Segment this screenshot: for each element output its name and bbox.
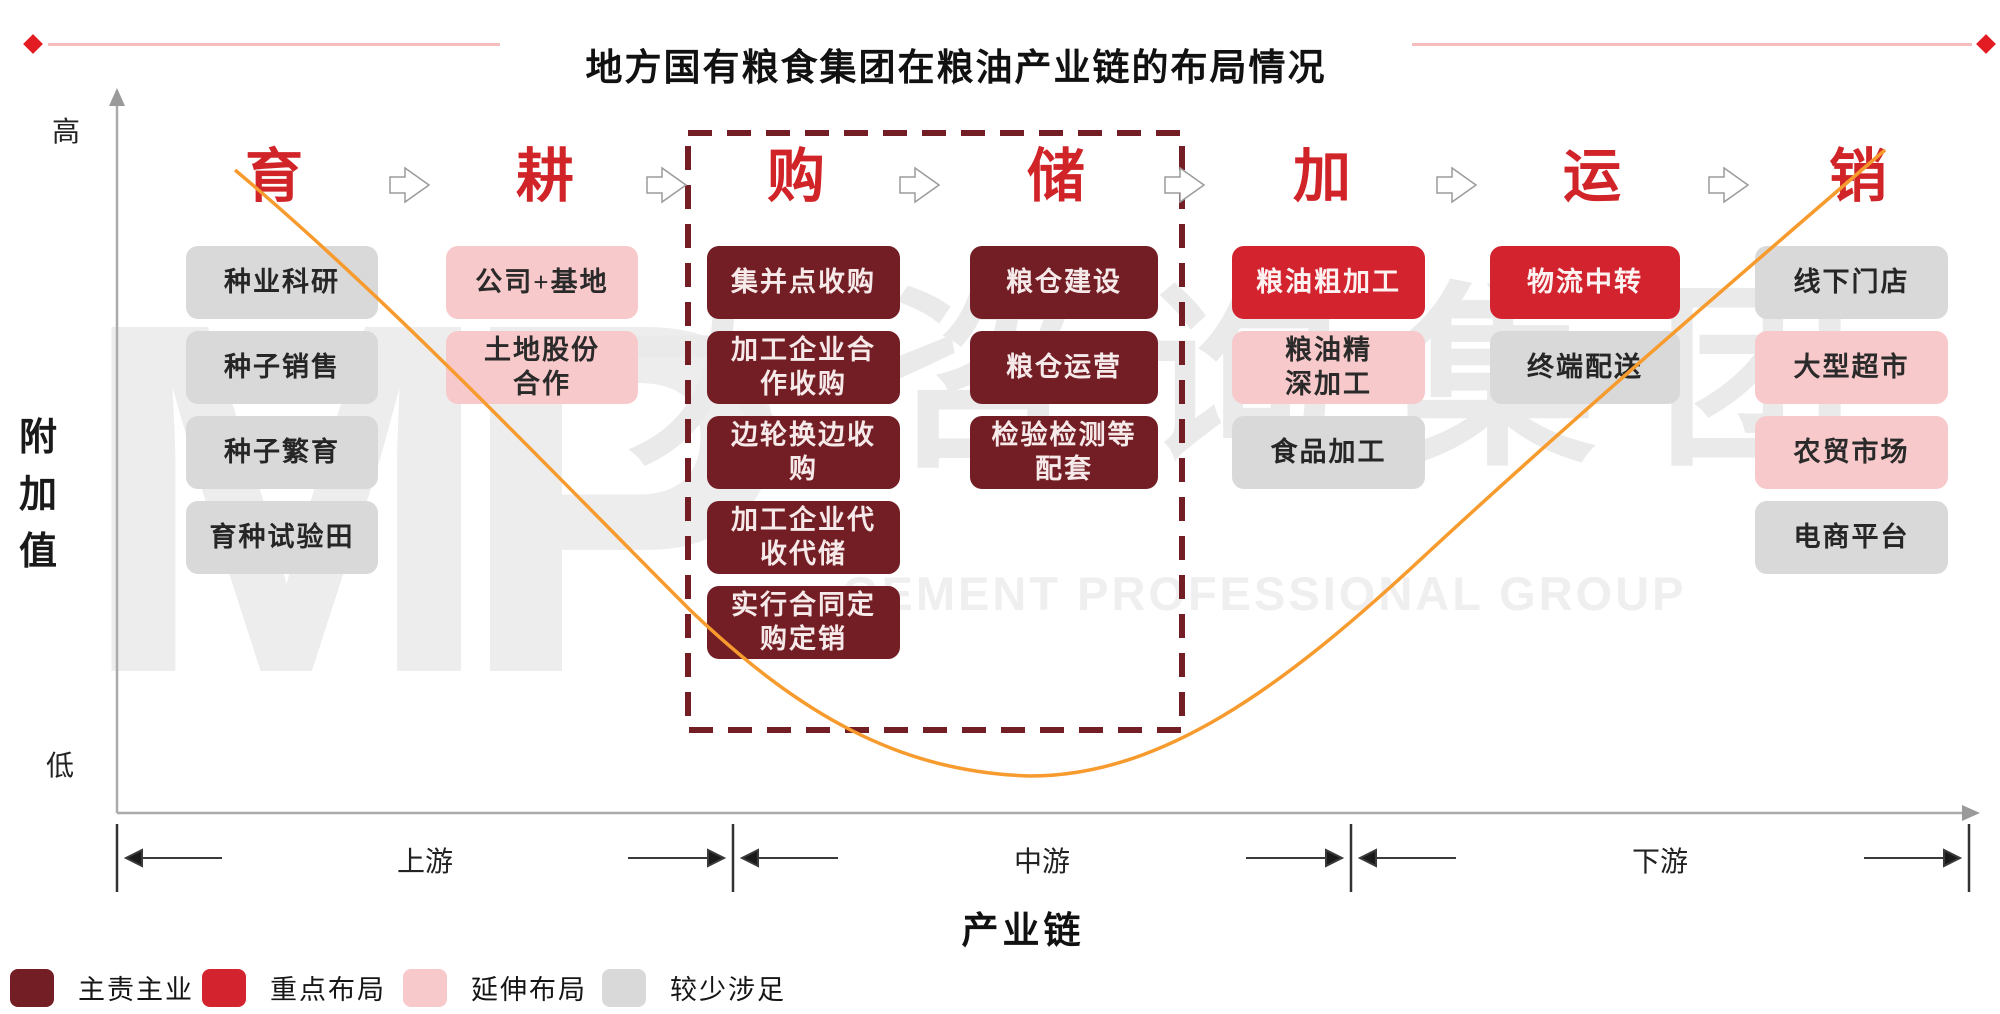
- legend-item: 主责主业: [10, 968, 194, 1007]
- legend-swatch-icon: [602, 968, 646, 1007]
- segment-label-downstream: 下游: [1631, 847, 1688, 878]
- item-box: 育种试验田: [186, 501, 378, 574]
- item-box: 种子繁育: [186, 416, 378, 489]
- yaxis-low-label: 低: [46, 751, 75, 782]
- stage-header-7: 销: [1828, 144, 1887, 209]
- legend-label: 较少涉足: [670, 975, 786, 1005]
- page-title: 地方国有粮食集团在粮油产业链的布局情况: [585, 47, 1327, 89]
- xaxis-title: 产业链: [961, 911, 1085, 952]
- segment-label-midstream: 中游: [1013, 847, 1070, 878]
- title-line-left: [48, 43, 500, 46]
- legend-item: 重点布局: [202, 968, 386, 1007]
- stage-header-2: 耕: [515, 144, 574, 209]
- item-box: 粮油精 深加工: [1232, 331, 1425, 404]
- legend-swatch-icon: [202, 968, 246, 1007]
- watermark-en-text: GEMENT PROFESSIONAL GROUP: [842, 567, 1687, 620]
- item-box: 大型超市: [1755, 331, 1948, 404]
- stage-arrow-icon: [1436, 166, 1478, 204]
- stage-header-6: 运: [1562, 144, 1621, 209]
- legend-swatch-icon: [10, 968, 54, 1007]
- y-axis-arrowhead: [109, 88, 125, 106]
- legend-item: 较少涉足: [602, 968, 786, 1007]
- watermark-mp-logo: MP: [78, 218, 790, 777]
- yaxis-title: 附加值: [18, 417, 57, 573]
- segment-label-upstream: 上游: [396, 847, 453, 878]
- item-box: 粮仓建设: [970, 246, 1158, 319]
- stage-arrow-icon: [899, 166, 941, 204]
- title-diamond-left: [23, 34, 43, 54]
- item-box: 线下门店: [1755, 246, 1948, 319]
- item-box: 实行合同定 购定销: [707, 586, 900, 659]
- stage-arrow-icon: [646, 166, 688, 204]
- stage-header-3: 购: [766, 144, 825, 209]
- title-diamond-right: [1976, 34, 1996, 54]
- item-box: 边轮换边收 购: [707, 416, 900, 489]
- legend-swatch-icon: [403, 968, 447, 1007]
- item-box: 检验检测等 配套: [970, 416, 1158, 489]
- item-box: 加工企业合 作收购: [707, 331, 900, 404]
- item-box: 种子销售: [186, 331, 378, 404]
- title-line-right: [1412, 43, 1972, 46]
- stage-header-5: 加: [1292, 144, 1351, 209]
- item-box: 物流中转: [1490, 246, 1680, 319]
- item-box: 集并点收购: [707, 246, 900, 319]
- stage-header-1: 育: [244, 144, 303, 209]
- item-box: 种业科研: [186, 246, 378, 319]
- yaxis-high-label: 高: [52, 117, 81, 148]
- item-box: 电商平台: [1755, 501, 1948, 574]
- item-box: 土地股份 合作: [446, 331, 638, 404]
- legend-label: 延伸布局: [471, 975, 587, 1005]
- item-box: 终端配送: [1490, 331, 1680, 404]
- item-box: 加工企业代 收代储: [707, 501, 900, 574]
- stage-arrow-icon: [1708, 166, 1750, 204]
- stage-arrow-icon: [389, 166, 431, 204]
- item-box: 粮仓运营: [970, 331, 1158, 404]
- legend-item: 延伸布局: [403, 968, 587, 1007]
- stage-header-4: 储: [1026, 144, 1085, 209]
- stage-arrow-icon: [1164, 166, 1206, 204]
- item-box: 公司+基地: [446, 246, 638, 319]
- legend-label: 主责主业: [78, 975, 194, 1005]
- item-box: 农贸市场: [1755, 416, 1948, 489]
- x-axis-arrowhead: [1962, 805, 1980, 821]
- item-box: 粮油粗加工: [1232, 246, 1425, 319]
- item-box: 食品加工: [1232, 416, 1425, 489]
- legend-label: 重点布局: [270, 975, 386, 1005]
